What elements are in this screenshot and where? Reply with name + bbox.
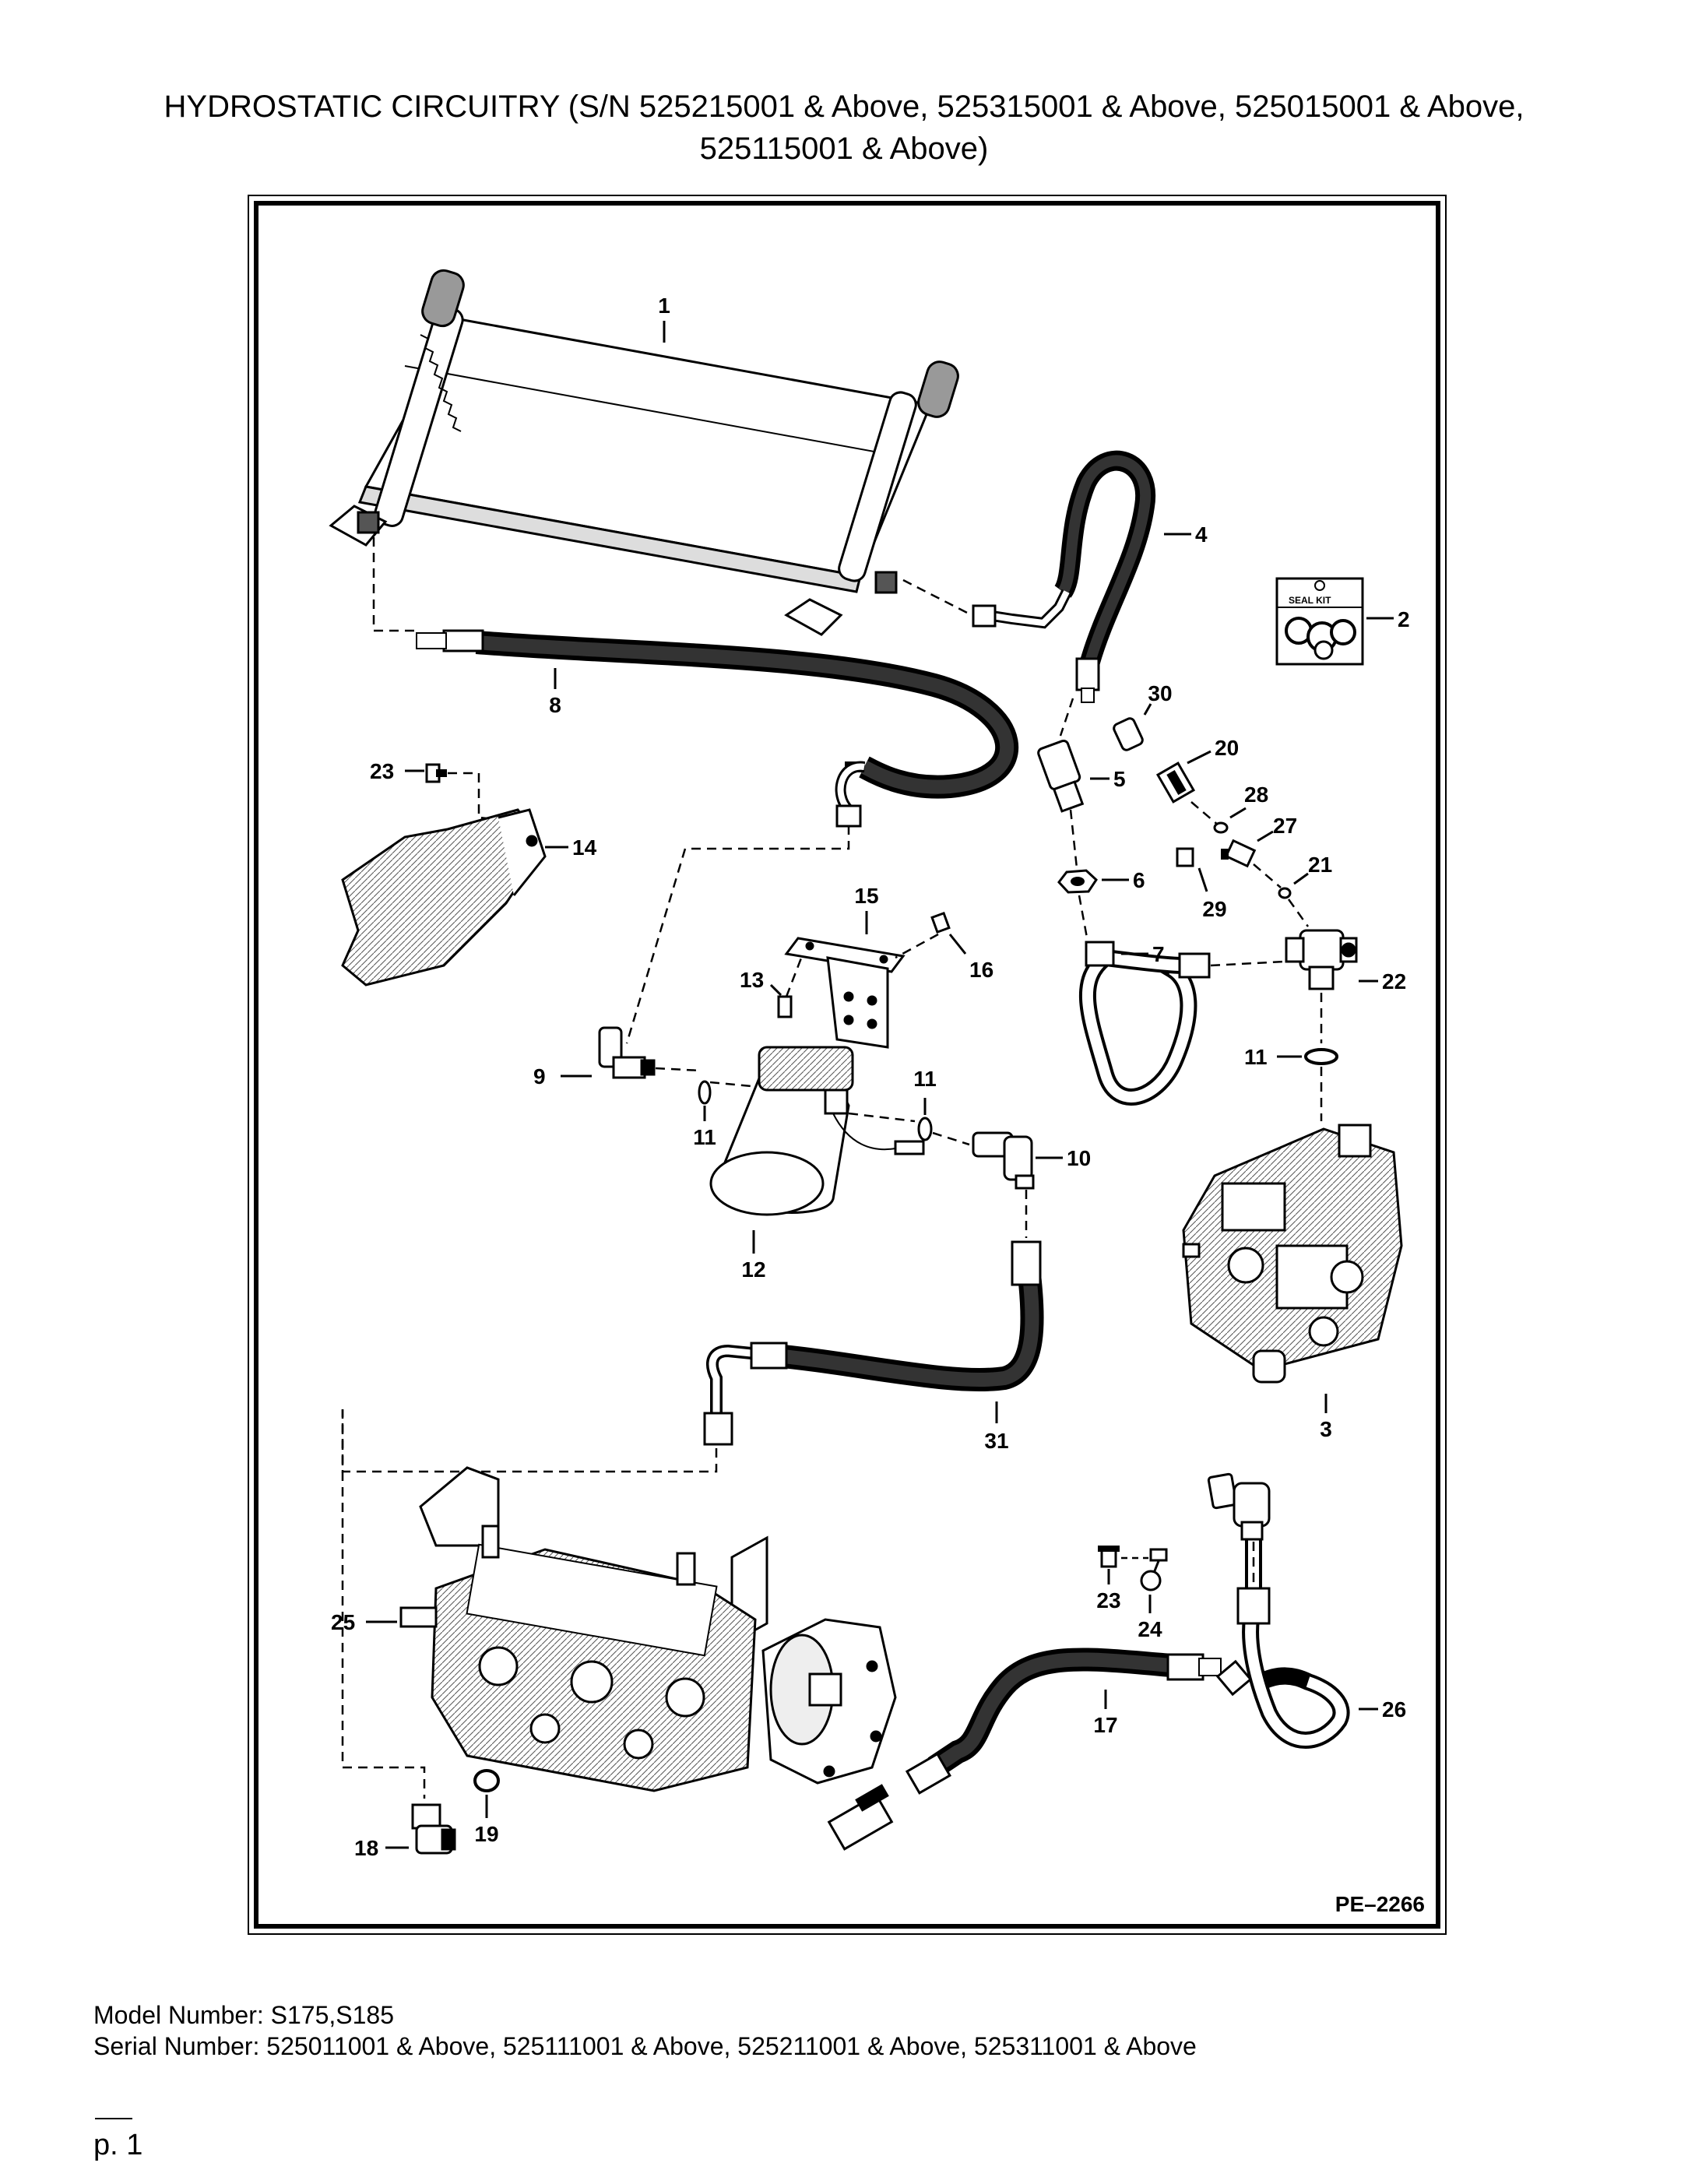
bracket-15 xyxy=(784,937,906,1049)
callout-31: 31 xyxy=(984,1429,1008,1453)
callout-14: 14 xyxy=(572,835,597,860)
hose-31 xyxy=(703,1240,1044,1446)
fitting-18 xyxy=(411,1803,456,1855)
callout-7: 7 xyxy=(1152,942,1165,966)
tube-26 xyxy=(1215,1538,1350,1749)
elbow-10 xyxy=(972,1131,1035,1190)
callout-16: 16 xyxy=(969,958,993,982)
oring-11-valve xyxy=(1304,1048,1338,1065)
callout-11-valve: 11 xyxy=(1244,1045,1268,1069)
diagram-frame-inner xyxy=(254,201,1440,1929)
cap-30 xyxy=(1113,717,1144,751)
callout-23-top: 23 xyxy=(370,759,394,783)
oring-11-left xyxy=(698,1080,712,1105)
callout-27: 27 xyxy=(1273,814,1297,838)
bolt-23-top xyxy=(425,763,447,783)
callout-30: 30 xyxy=(1148,681,1172,705)
pump-25 xyxy=(399,1466,897,1792)
clamp-24 xyxy=(1140,1548,1168,1591)
callout-17: 17 xyxy=(1093,1713,1117,1737)
callout-15: 15 xyxy=(854,884,878,908)
bolt-16 xyxy=(930,911,951,934)
seal-kit-label: SEAL KIT xyxy=(1289,595,1331,606)
callout-8: 8 xyxy=(549,693,561,717)
callout-5: 5 xyxy=(1113,767,1126,791)
callout-22: 22 xyxy=(1382,969,1406,994)
callout-13: 13 xyxy=(740,968,764,992)
diagram-frame-outer xyxy=(248,195,1447,1935)
nut-6 xyxy=(1057,869,1098,894)
callout-20: 20 xyxy=(1215,736,1239,760)
callout-labels: 1 2 3 4 5 6 7 8 9 10 11 11 11 12 13 14 1… xyxy=(331,294,1410,1860)
callout-2: 2 xyxy=(1398,607,1410,631)
tee-22 xyxy=(1285,929,1358,990)
page-title: HYDROSTATIC CIRCUITRY (S/N 525215001 & A… xyxy=(0,86,1688,170)
callout-11-right: 11 xyxy=(913,1067,937,1091)
bolt-23-bottom xyxy=(1098,1546,1120,1568)
hose-17 xyxy=(827,1648,1222,1851)
hose-4 xyxy=(972,450,1156,703)
footer-rule xyxy=(95,2118,132,2119)
shield-14 xyxy=(341,808,547,986)
oring-21 xyxy=(1278,887,1292,899)
drawing-id: PE–2266 xyxy=(1335,1892,1425,1916)
callout-29: 29 xyxy=(1202,897,1226,921)
fitting-27 xyxy=(1221,839,1257,868)
oring-28 xyxy=(1213,821,1229,834)
fitting-20 xyxy=(1155,761,1196,804)
cap-29 xyxy=(1176,847,1194,867)
elbow-5 xyxy=(1037,739,1085,813)
callout-10: 10 xyxy=(1067,1146,1091,1170)
oil-cooler xyxy=(329,269,959,636)
callout-23-bottom: 23 xyxy=(1096,1588,1120,1613)
title-line-1: HYDROSTATIC CIRCUITRY (S/N 525215001 & A… xyxy=(164,90,1524,124)
seal-kit-icon xyxy=(1275,577,1364,666)
bolt-13 xyxy=(777,995,793,1018)
callout-21: 21 xyxy=(1308,853,1332,877)
callout-12: 12 xyxy=(741,1257,765,1282)
callout-25: 25 xyxy=(331,1610,355,1634)
model-number: Model Number: S175,S185 xyxy=(93,2001,394,2029)
callout-4: 4 xyxy=(1195,522,1208,547)
page-number: p. 1 xyxy=(93,2129,143,2161)
oring-19 xyxy=(473,1769,500,1792)
callout-11-left: 11 xyxy=(693,1125,716,1149)
title-line-2: 525115001 & Above) xyxy=(699,132,989,166)
callout-19: 19 xyxy=(474,1822,498,1846)
callout-1: 1 xyxy=(658,294,670,318)
callout-18: 18 xyxy=(354,1836,378,1860)
callout-26: 26 xyxy=(1382,1697,1406,1722)
tube-7 xyxy=(1078,941,1211,1106)
hose-8 xyxy=(416,629,1019,828)
elbow-9 xyxy=(598,1026,656,1079)
callout-24: 24 xyxy=(1138,1617,1162,1641)
elbow-26-top xyxy=(1207,1472,1271,1541)
oring-11-right xyxy=(917,1117,933,1141)
callout-9: 9 xyxy=(533,1064,546,1088)
callout-6: 6 xyxy=(1133,868,1145,892)
callout-28: 28 xyxy=(1244,783,1268,807)
callout-3: 3 xyxy=(1320,1417,1332,1441)
control-valve-3 xyxy=(1182,1124,1403,1384)
serial-number: Serial Number: 525011001 & Above, 525111… xyxy=(93,2032,1197,2060)
filter-12 xyxy=(709,1046,925,1216)
